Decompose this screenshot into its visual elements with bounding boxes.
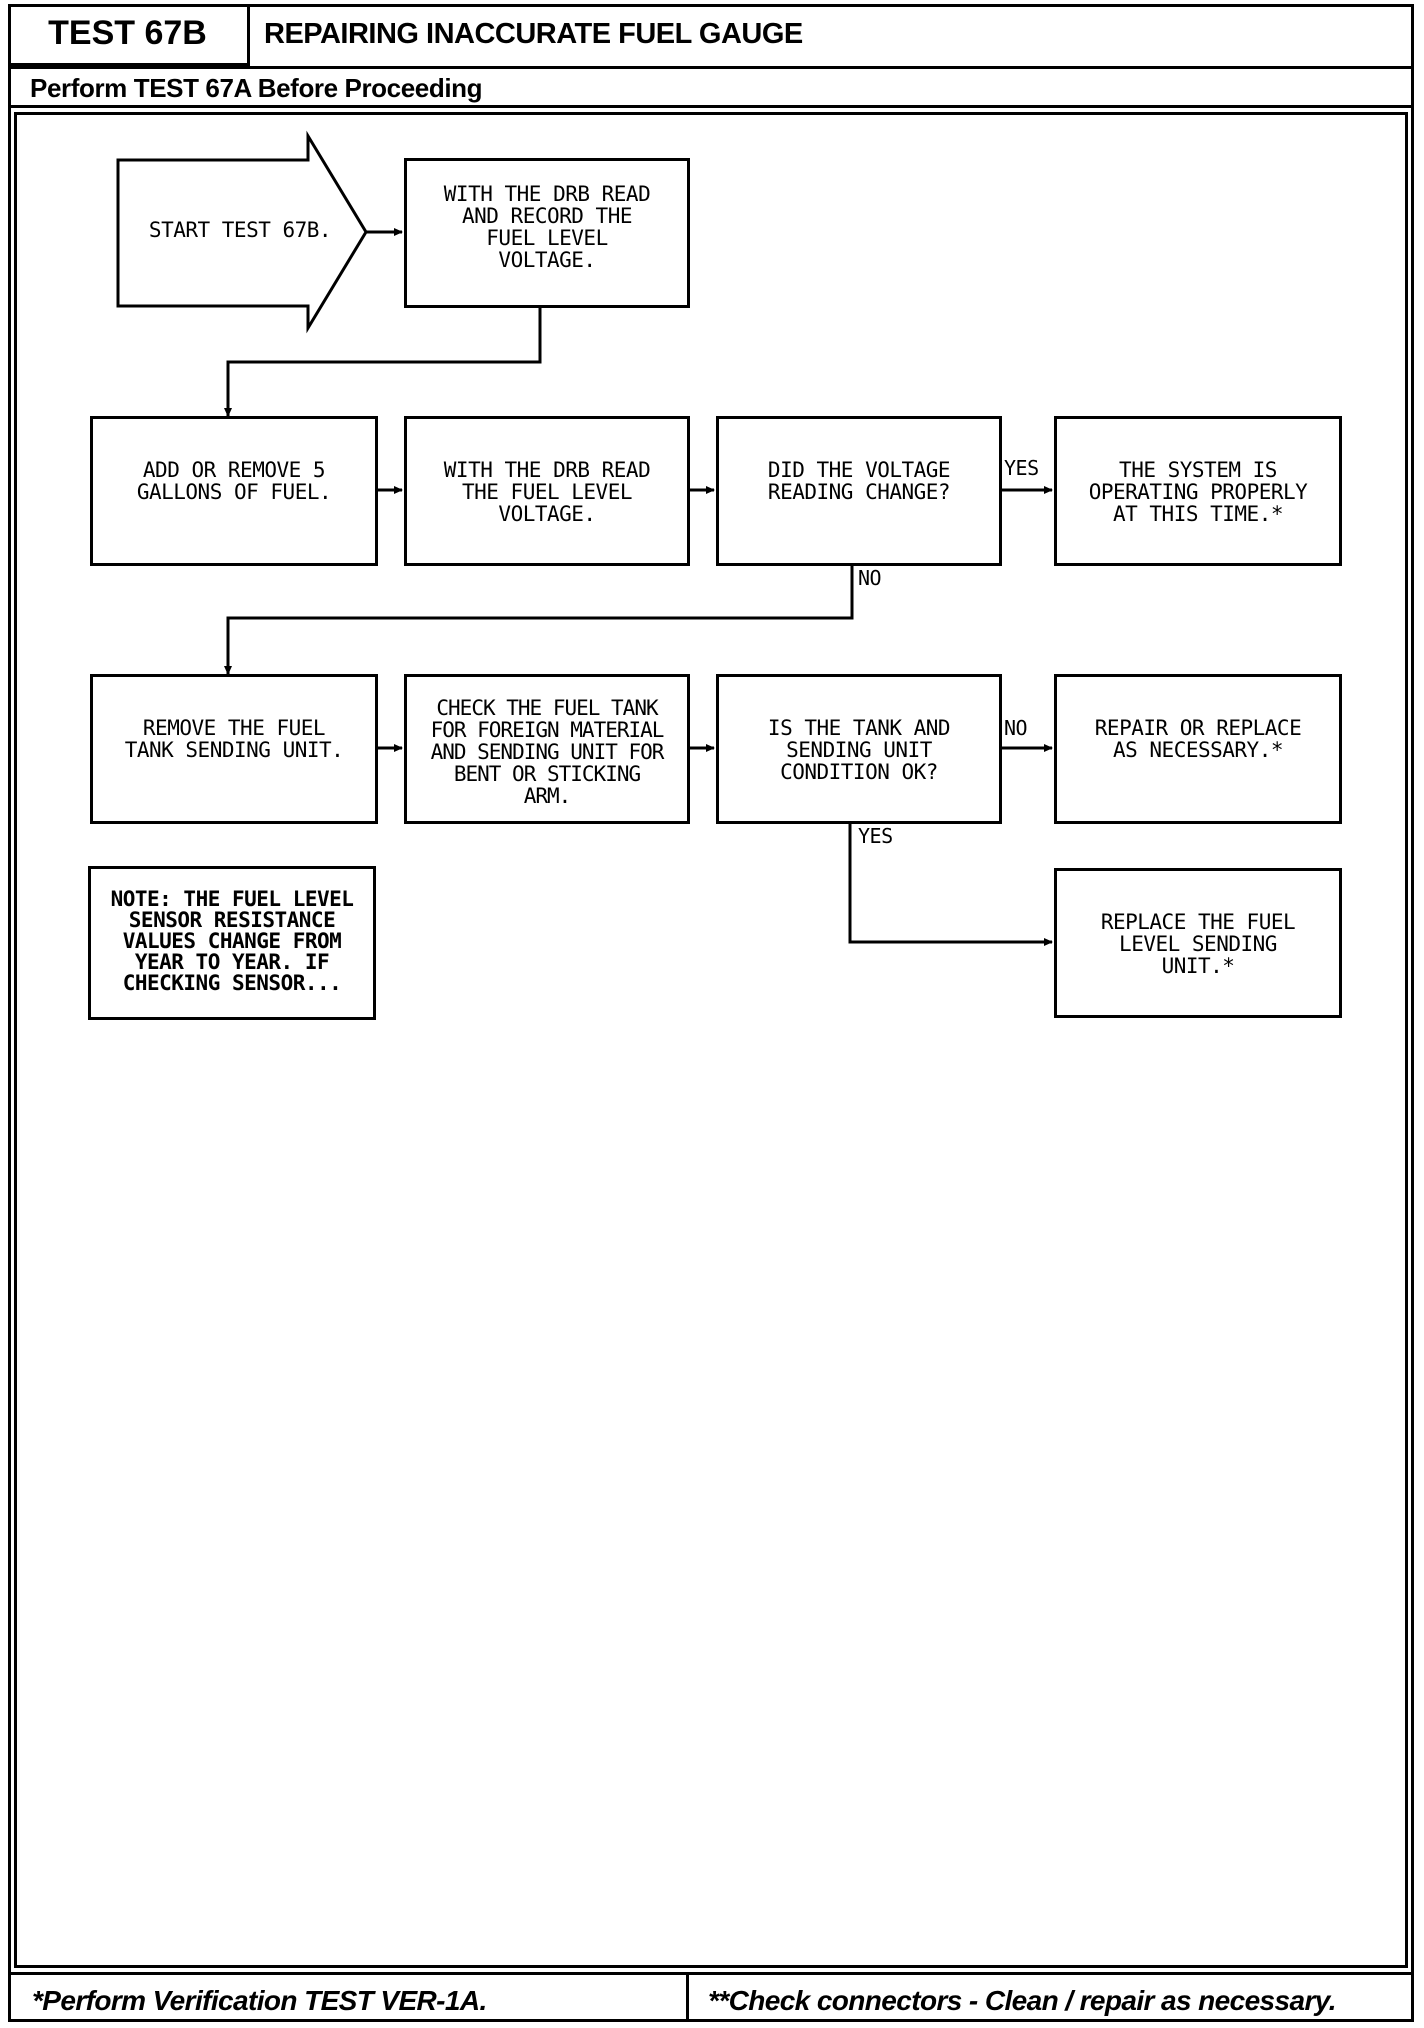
- system-ok-result: THE SYSTEM IS OPERATING PROPERLY AT THIS…: [1054, 416, 1342, 566]
- connector-no-to-remove: [224, 564, 854, 675]
- subheader-bar: Perform TEST 67A Before Proceeding: [8, 66, 1414, 108]
- no-label-2: NO: [1004, 716, 1028, 740]
- no-label-1: NO: [858, 566, 882, 590]
- footer-verification-note: *Perform Verification TEST VER-1A.: [32, 1985, 487, 2016]
- connector-record-to-add: [224, 306, 542, 417]
- start-arrow-shape: [116, 130, 368, 334]
- replace-sending-unit-result: REPLACE THE FUEL LEVEL SENDING UNIT.*: [1054, 868, 1342, 1018]
- yes-label-1: YES: [1004, 456, 1039, 480]
- test-id: TEST 67B: [8, 4, 250, 66]
- read-voltage-step: WITH THE DRB READ THE FUEL LEVEL VOLTAGE…: [404, 416, 690, 566]
- yes-label-2: YES: [858, 824, 893, 848]
- prerequisite-instruction: Perform TEST 67A Before Proceeding: [30, 73, 483, 103]
- tank-ok-decision: IS THE TANK AND SENDING UNIT CONDITION O…: [716, 674, 1002, 824]
- connector-yes-to-replace: [848, 822, 1053, 946]
- add-remove-fuel-step: ADD OR REMOVE 5 GALLONS OF FUEL.: [90, 416, 378, 566]
- repair-replace-result: REPAIR OR REPLACE AS NECESSARY.*: [1054, 674, 1342, 824]
- footer-divider: [686, 1975, 689, 2022]
- footer-bar: *Perform Verification TEST VER-1A. **Che…: [8, 1972, 1414, 2022]
- remove-sending-unit-step: REMOVE THE FUEL TANK SENDING UNIT.: [90, 674, 378, 824]
- diagram-area: [14, 112, 1408, 1968]
- record-voltage-step: WITH THE DRB READ AND RECORD THE FUEL LE…: [404, 158, 690, 308]
- voltage-changed-decision: DID THE VOLTAGE READING CHANGE?: [716, 416, 1002, 566]
- start-test-step: START TEST 67B.: [148, 218, 332, 242]
- footer-connector-note: **Check connectors - Clean / repair as n…: [708, 1985, 1336, 2016]
- page-title: REPAIRING INACCURATE FUEL GAUGE: [264, 18, 803, 50]
- note-box: NOTE: THE FUEL LEVEL SENSOR RESISTANCE V…: [88, 866, 376, 1020]
- check-tank-step: CHECK THE FUEL TANK FOR FOREIGN MATERIAL…: [404, 674, 690, 824]
